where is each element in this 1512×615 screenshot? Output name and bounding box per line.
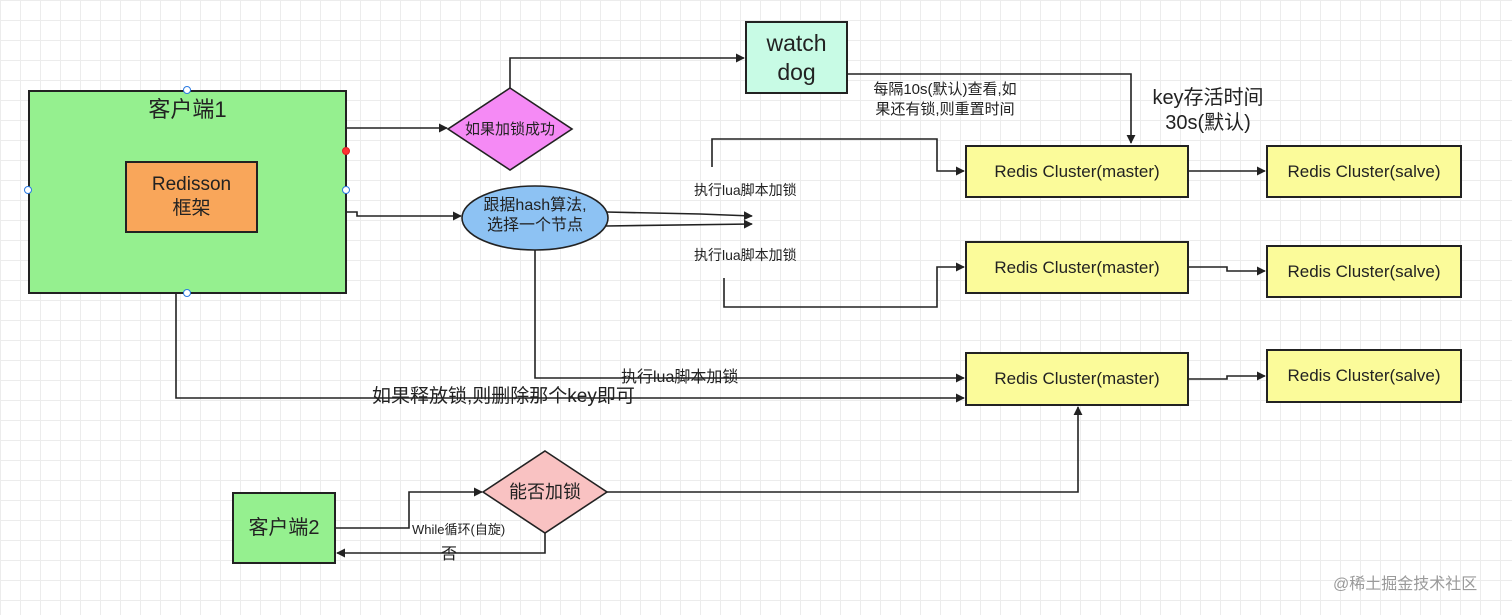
- can-lock-label: 能否加锁: [509, 482, 581, 502]
- edge-client1-release-to-master3: [175, 294, 965, 403]
- edge-watchdog-to-master1: [848, 73, 1136, 144]
- exec-lua-label-3: 执行lua脚本加锁: [621, 369, 739, 386]
- edge-hash-to-master3: [534, 250, 965, 383]
- watchdog-box[interactable]: watch dog: [745, 21, 848, 94]
- selection-handle-left[interactable]: [24, 186, 32, 194]
- selection-handle-right[interactable]: [342, 186, 350, 194]
- watchdog-label: watch dog: [766, 29, 827, 85]
- edge-lua-to-master2: [723, 262, 965, 308]
- edge-hash-lua-1: [605, 211, 753, 221]
- watchdog-note: 每隔10s(默认)查看,如 果还有锁,则重置时间: [873, 81, 1017, 118]
- redis-master-1-label: Redis Cluster(master): [994, 161, 1160, 181]
- no-label: 否: [441, 546, 458, 563]
- lock-success-label: 如果加锁成功: [464, 121, 555, 138]
- redis-master-3[interactable]: Redis Cluster(master): [965, 352, 1189, 406]
- redis-master-2[interactable]: Redis Cluster(master): [965, 241, 1189, 294]
- edge-can-lock-no-to-client2: [336, 533, 546, 558]
- lock-success-diamond: [446, 87, 574, 171]
- exec-lua-label-2: 执行lua脚本加锁: [694, 247, 797, 263]
- edge-client2-to-can-lock: [336, 487, 483, 529]
- redis-slave-2[interactable]: Redis Cluster(salve): [1266, 245, 1462, 298]
- edge-lock-success-to-watchdog: [509, 53, 745, 88]
- edge-master2-to-slave2: [1189, 266, 1266, 276]
- exec-lua-label-1: 执行lua脚本加锁: [694, 182, 797, 198]
- redisson-label: Redisson 框架: [151, 174, 232, 219]
- key-ttl-label: key存活时间 30s(默认): [1152, 87, 1264, 134]
- redis-master-2-label: Redis Cluster(master): [994, 257, 1160, 277]
- edge-lua-to-master1: [711, 138, 965, 176]
- watermark: @稀土掘金技术社区: [1333, 576, 1478, 593]
- client2-label: 客户端2: [248, 516, 320, 539]
- redis-slave-3-label: Redis Cluster(salve): [1287, 366, 1441, 386]
- redis-master-1[interactable]: Redis Cluster(master): [965, 145, 1189, 198]
- connection-point-handle[interactable]: [342, 147, 350, 155]
- edge-hash-lua-2: [605, 219, 753, 229]
- release-label: 如果释放锁,则删除那个key即可: [372, 386, 635, 407]
- redisson-box[interactable]: Redisson 框架: [125, 161, 258, 233]
- while-loop-label: While循环(自旋): [412, 522, 506, 537]
- client1-box[interactable]: 客户端1: [28, 90, 347, 294]
- redis-slave-1[interactable]: Redis Cluster(salve): [1266, 145, 1462, 198]
- edge-can-lock-to-master3: [607, 406, 1083, 493]
- selection-handle-top[interactable]: [183, 86, 191, 94]
- client2-box[interactable]: 客户端2: [232, 492, 336, 564]
- redis-slave-2-label: Redis Cluster(salve): [1287, 261, 1441, 281]
- client1-label: 客户端1: [148, 97, 227, 122]
- hash-select-label: 跟据hash算法, 选择一个节点: [483, 197, 587, 234]
- selection-handle-bottom[interactable]: [183, 289, 191, 297]
- redis-master-3-label: Redis Cluster(master): [994, 369, 1160, 389]
- redis-slave-1-label: Redis Cluster(salve): [1287, 161, 1441, 181]
- edge-master3-to-slave3: [1189, 371, 1266, 381]
- redis-slave-3[interactable]: Redis Cluster(salve): [1266, 349, 1462, 403]
